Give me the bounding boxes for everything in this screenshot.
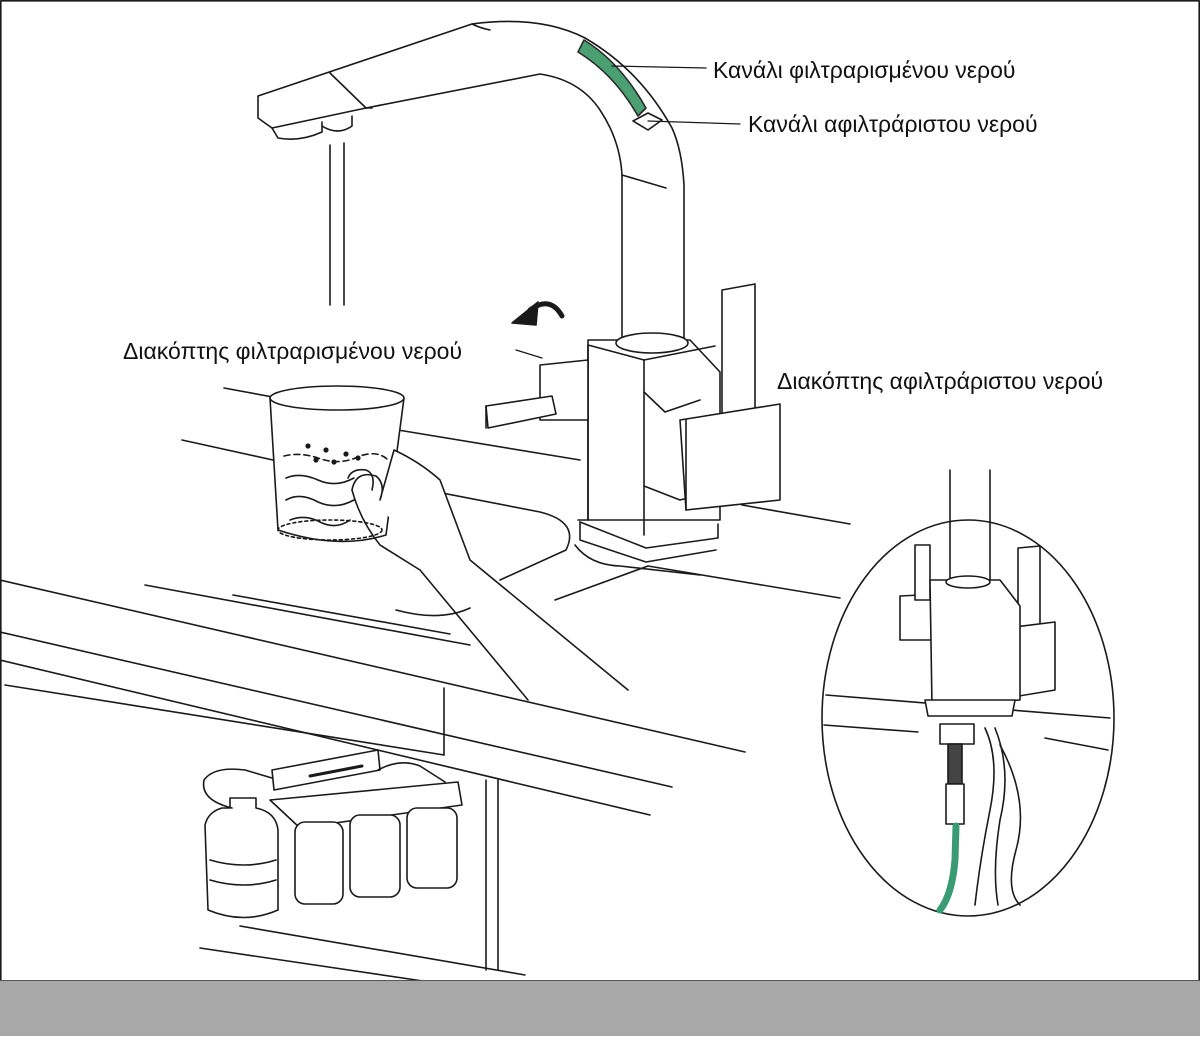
filtered-switch-label: Διακόπτης φιλτραρισμένου νερού [123,338,463,364]
filtered-hose [936,822,960,914]
filtered-channel [577,39,647,117]
rotate-arrow-icon [511,301,565,326]
glass [269,385,405,543]
hand [347,449,629,701]
detail-inset [821,469,1115,917]
unfiltered-channel-label: Κανάλι αφιλτράριστου νερού [748,111,1038,137]
sink-basin [281,461,841,617]
callout-leaders [515,65,741,359]
unfiltered-water-switch [679,283,781,511]
faucet-spout [257,20,685,341]
unfiltered-switch-label: Διακόπτης αφιλτράριστου νερού [777,368,1104,394]
filtered-water-switch [485,359,589,429]
unfiltered-channel [632,112,663,131]
footer-band [0,980,1200,1036]
countertop [0,387,851,989]
filter-unit [202,749,463,919]
filtered-channel-label: Κανάλι φιλτραρισμένου νερού [713,57,1016,83]
